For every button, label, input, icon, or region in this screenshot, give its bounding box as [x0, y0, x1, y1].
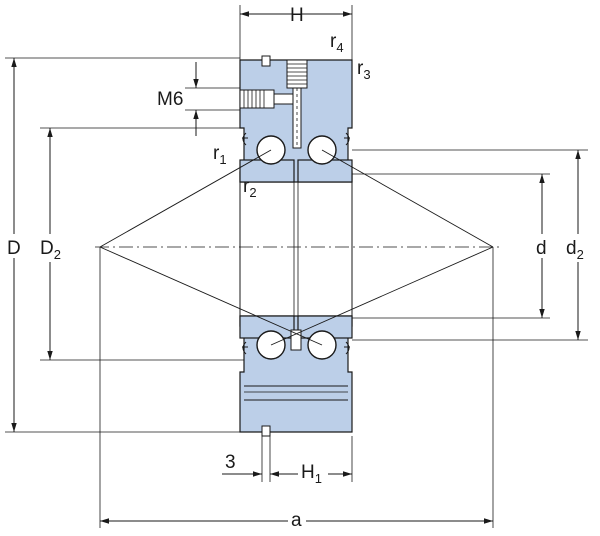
- label-a: a: [291, 510, 302, 531]
- label-D2: D: [40, 238, 54, 259]
- label-H: H: [290, 5, 304, 26]
- seals-top: [242, 132, 350, 146]
- svg-text:H1: H1: [301, 462, 322, 486]
- label-r2: r: [243, 176, 250, 197]
- label-d: d: [536, 238, 547, 259]
- label-M6: M6: [157, 89, 183, 110]
- svg-text:D2: D2: [40, 238, 61, 262]
- dimension-D: D: [4, 57, 240, 433]
- svg-text:r2: r2: [243, 176, 257, 200]
- svg-text:d2: d2: [566, 238, 584, 262]
- label-r4: r: [330, 31, 337, 52]
- dimension-d2: d2: [352, 149, 594, 341]
- label-d2-sub: 2: [577, 247, 584, 262]
- svg-text:r1: r1: [213, 143, 227, 167]
- label-3: 3: [225, 452, 236, 473]
- bore-lines-bottom: [244, 385, 348, 401]
- seals-bottom: [242, 341, 350, 355]
- label-H1: H: [301, 462, 315, 483]
- label-r3-sub: 3: [363, 67, 370, 82]
- bore-outline: [239, 170, 353, 328]
- label-D: D: [7, 238, 21, 259]
- dimension-H: H: [239, 5, 353, 60]
- spacer-bottom: [290, 329, 302, 351]
- label-r2-sub: 2: [249, 185, 256, 200]
- label-r4-sub: 4: [336, 40, 343, 55]
- inner-ring-top: [239, 159, 353, 183]
- label-r1-sub: 1: [219, 152, 226, 167]
- label-d2: d: [566, 238, 577, 259]
- dimension-a: a: [99, 247, 494, 531]
- svg-text:r4: r4: [330, 31, 344, 55]
- dimension-M6: M6: [157, 62, 240, 136]
- label-r1: r: [213, 143, 220, 164]
- label-H1-sub: 1: [315, 471, 322, 486]
- contact-angle-lines: [99, 149, 494, 346]
- dimension-d: d: [352, 173, 552, 319]
- label-r3: r: [357, 58, 364, 79]
- dimension-3: 3: [222, 436, 296, 482]
- lubrication-channels-top: [239, 59, 308, 149]
- label-D2-sub: 2: [54, 247, 61, 262]
- dimension-H1: H1: [296, 436, 353, 486]
- svg-text:r3: r3: [357, 58, 371, 82]
- dimension-D2: D2: [38, 127, 244, 361]
